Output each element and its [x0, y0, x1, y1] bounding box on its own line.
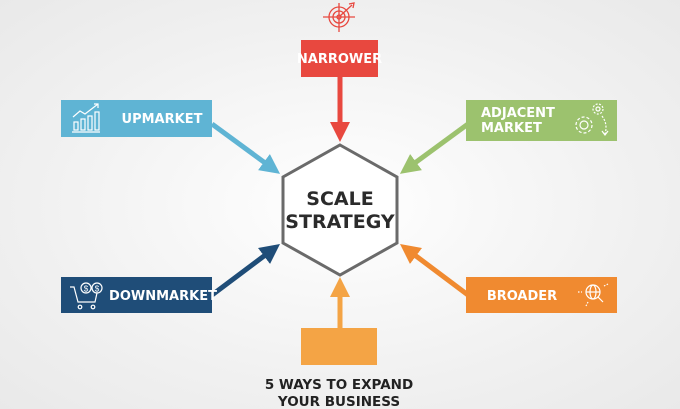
center-hexagon: SCALE STRATEGY: [281, 143, 399, 277]
target-icon: [323, 2, 355, 32]
adjacent-box: ADJACENT MARKET: [466, 100, 617, 141]
center-line1: SCALE: [306, 188, 373, 210]
chart-growth-icon: [72, 103, 100, 133]
cart-dollar-icon: $ $: [70, 282, 103, 310]
caption-line1: 5 WAYS TO EXPAND: [265, 377, 413, 393]
upmarket-label: UPMARKET: [122, 112, 203, 127]
center-line2: STRATEGY: [285, 211, 395, 233]
narrower-box: NARROWER: [297, 2, 382, 77]
broader-label: BROADER: [487, 289, 557, 304]
narrower-label: NARROWER: [297, 52, 382, 67]
broader-box: BROADER: [466, 277, 617, 313]
downmarket-label: DOWNMARKET: [109, 289, 217, 304]
adjacent-label-line1: ADJACENT: [481, 106, 555, 121]
upmarket-box: UPMARKET: [61, 100, 212, 137]
gears-icon: [575, 103, 609, 136]
broader-arrow: [400, 244, 470, 297]
svg-text:$: $: [84, 285, 89, 294]
downmarket-arrow: [210, 244, 280, 297]
adjacent-label-line2: MARKET: [481, 121, 542, 136]
caption-line2: YOUR BUSINESS: [277, 394, 400, 409]
bottom-box: [301, 328, 377, 365]
adjacent-arrow: [399, 121, 470, 174]
svg-text:$: $: [95, 285, 100, 294]
globe-search-icon: [578, 283, 609, 307]
downmarket-box: $ $ DOWNMARKET: [61, 277, 217, 313]
upmarket-arrow: [210, 121, 281, 174]
